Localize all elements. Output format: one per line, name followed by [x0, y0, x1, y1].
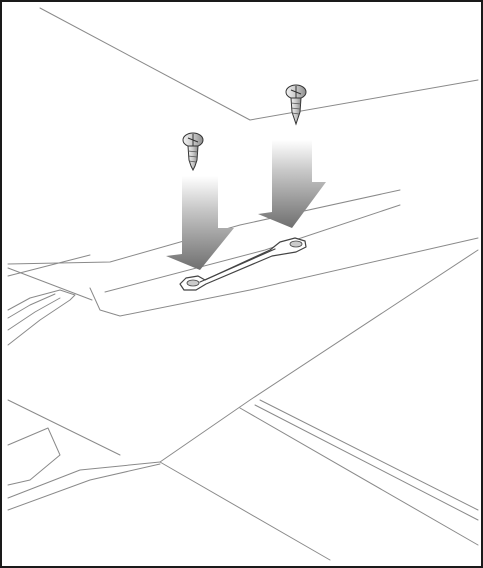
wing: [40, 8, 478, 560]
arrow-down-left-icon: [166, 176, 234, 270]
arrow-down-right-icon: [258, 140, 326, 228]
screw-left-icon: [183, 133, 203, 170]
screw-right-icon: [286, 85, 306, 124]
